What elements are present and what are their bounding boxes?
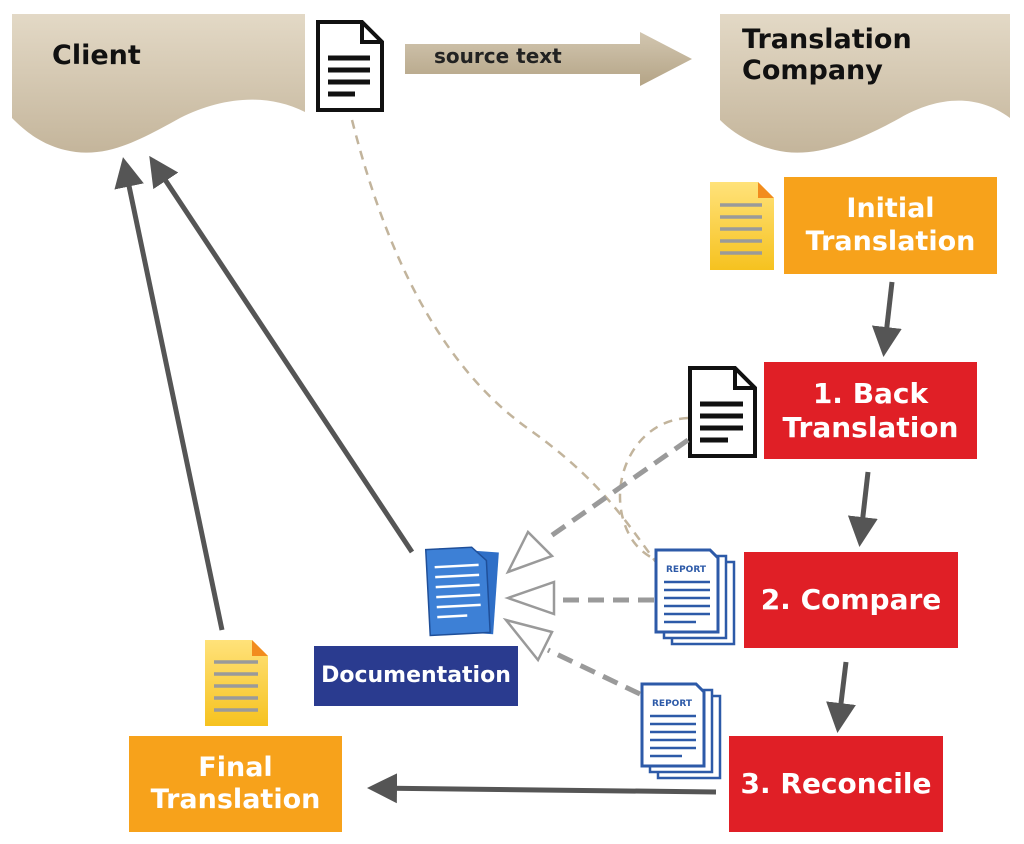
initial-translation-line2: Translation: [805, 225, 976, 257]
reconcile-report-icon: REPORT: [640, 682, 722, 780]
source-text-arrow: [405, 32, 692, 86]
documentation-label: Documentation: [321, 662, 511, 688]
documentation-box: Documentation: [314, 646, 518, 706]
initial-translation-box: Initial Translation: [784, 177, 997, 274]
compare-report-icon: REPORT: [654, 548, 736, 646]
arrow-reconcile-to-final: [367, 773, 717, 804]
arrow-initial-to-back: [871, 281, 902, 357]
back-translation-document-icon: [688, 366, 757, 458]
compare-label: 2. Compare: [760, 583, 942, 617]
reconcile-box: 3. Reconcile: [729, 736, 943, 832]
dashed-line-back-to-doc: [546, 437, 690, 541]
reconcile-report-text: REPORT: [652, 699, 693, 709]
arrow-back-to-compare: [847, 471, 878, 547]
company-label-line1: Translation: [742, 24, 912, 55]
back-translation-line1: 1. Back: [812, 376, 929, 410]
compare-report-text: REPORT: [666, 565, 707, 575]
dashed-curve-back-doc-loop: [618, 416, 689, 562]
arrow-documentation-to-client: [149, 155, 415, 554]
client-document-icon: [316, 20, 384, 112]
dashed-curve-client-to-compare: [350, 119, 660, 566]
client-label: Client: [52, 40, 141, 71]
company-label-line2: Company: [742, 55, 883, 87]
final-translation-line1: Final: [198, 751, 273, 783]
back-translation-line2: Translation: [782, 410, 959, 444]
initial-translation-line1: Initial: [846, 193, 935, 225]
arrow-final-to-client: [114, 157, 225, 631]
hollow-head-compare-to-doc: [504, 580, 556, 616]
hollow-head-back-to-doc: [505, 529, 555, 575]
back-translation-box: 1. Back Translation: [764, 362, 977, 459]
dashed-line-reconcile-to-doc: [546, 647, 642, 697]
source-text-label: source text: [434, 44, 562, 68]
reconcile-label: 3. Reconcile: [740, 767, 932, 801]
client-banner: [12, 14, 305, 153]
final-translation-line2: Translation: [150, 784, 321, 815]
company-label: Translation Company: [742, 24, 912, 86]
compare-box: 2. Compare: [744, 552, 958, 648]
initial-translation-doc-icon: [710, 182, 774, 270]
final-translation-box: Final Translation: [129, 736, 342, 832]
arrow-compare-to-reconcile: [826, 661, 856, 733]
documentation-stack-icon: [424, 546, 499, 637]
company-banner: [720, 14, 1010, 153]
hollow-head-reconcile-to-doc: [502, 617, 554, 663]
final-translation-doc-icon: [205, 640, 268, 726]
